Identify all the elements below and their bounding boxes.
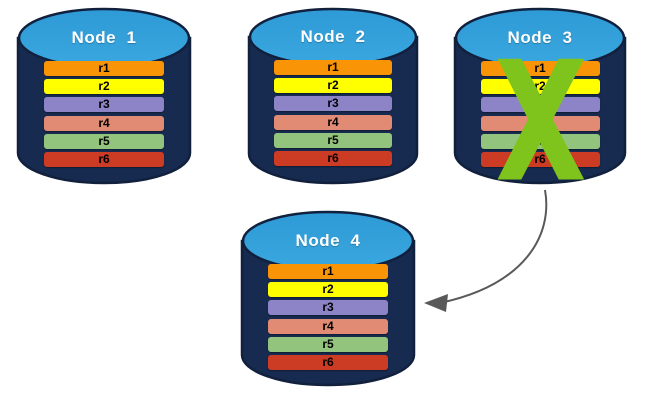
data-row-r3[interactable]: r3 <box>268 300 388 316</box>
data-row-label: r3 <box>98 97 110 112</box>
node-rows-3: r1 r2 r3 r4 r5 r6 <box>455 61 625 167</box>
arrow-head <box>424 294 448 312</box>
data-row-label: r1 <box>98 61 110 75</box>
data-row-r2[interactable]: r2 <box>480 79 600 95</box>
data-row-label: r2 <box>98 79 110 94</box>
data-row-r1[interactable]: r1 <box>274 60 392 75</box>
data-row-label: r6 <box>327 150 339 165</box>
data-row-label: r6 <box>322 354 334 369</box>
data-row-r1[interactable]: r1 <box>44 61 164 76</box>
data-row-label: r4 <box>322 318 334 333</box>
data-row-r2[interactable]: r2 <box>44 79 164 95</box>
data-row-label: r1 <box>327 60 339 74</box>
data-row-r4[interactable]: r4 <box>480 115 600 131</box>
data-row-r5[interactable]: r5 <box>480 133 600 149</box>
data-row-r5[interactable]: r5 <box>268 336 388 352</box>
data-row-r4[interactable]: r4 <box>44 115 164 131</box>
data-row-r3[interactable]: r3 <box>44 97 164 113</box>
data-row-r1[interactable]: r1 <box>480 61 600 76</box>
data-row-r6[interactable]: r6 <box>268 354 388 370</box>
cylinder-top-ellipse <box>454 7 626 69</box>
data-row-label: r5 <box>534 133 546 148</box>
data-row-label: r4 <box>98 115 110 130</box>
data-row-r1[interactable]: r1 <box>268 264 388 279</box>
node-rows-4: r1 r2 r3 r4 r5 r6 <box>242 264 414 370</box>
data-row-r6[interactable]: r6 <box>44 151 164 167</box>
data-row-label: r5 <box>322 336 334 351</box>
data-row-label: r1 <box>534 61 546 75</box>
node-rows-1: r1 r2 r3 r4 r5 r6 <box>18 61 190 167</box>
data-row-r2[interactable]: r2 <box>268 282 388 298</box>
data-row-label: r6 <box>98 151 110 166</box>
data-row-label: r2 <box>322 282 334 297</box>
data-row-r2[interactable]: r2 <box>274 78 392 94</box>
data-row-label: r4 <box>327 114 339 129</box>
data-row-label: r4 <box>534 115 546 130</box>
data-row-label: r3 <box>534 97 546 112</box>
arrow-line <box>439 189 548 304</box>
cylinder-top-ellipse <box>241 210 415 272</box>
data-row-r3[interactable]: r3 <box>274 96 392 112</box>
data-row-label: r5 <box>98 133 110 148</box>
data-row-r4[interactable]: r4 <box>274 114 392 130</box>
data-row-label: r6 <box>534 151 546 166</box>
data-row-label: r2 <box>534 79 546 94</box>
data-row-r5[interactable]: r5 <box>274 132 392 148</box>
data-row-label: r2 <box>327 78 339 93</box>
data-row-r4[interactable]: r4 <box>268 318 388 334</box>
data-row-r5[interactable]: r5 <box>44 133 164 149</box>
data-row-r3[interactable]: r3 <box>480 97 600 113</box>
data-row-label: r5 <box>327 132 339 147</box>
cylinder-top-ellipse <box>17 7 191 69</box>
data-row-r6[interactable]: r6 <box>480 151 600 167</box>
data-row-label: r3 <box>322 300 334 315</box>
cylinder-top-ellipse <box>248 7 418 67</box>
data-row-label: r3 <box>327 96 339 111</box>
data-row-r6[interactable]: r6 <box>274 150 392 166</box>
node-rows-2: r1 r2 r3 r4 r5 r6 <box>249 60 417 166</box>
data-row-label: r1 <box>322 264 334 278</box>
